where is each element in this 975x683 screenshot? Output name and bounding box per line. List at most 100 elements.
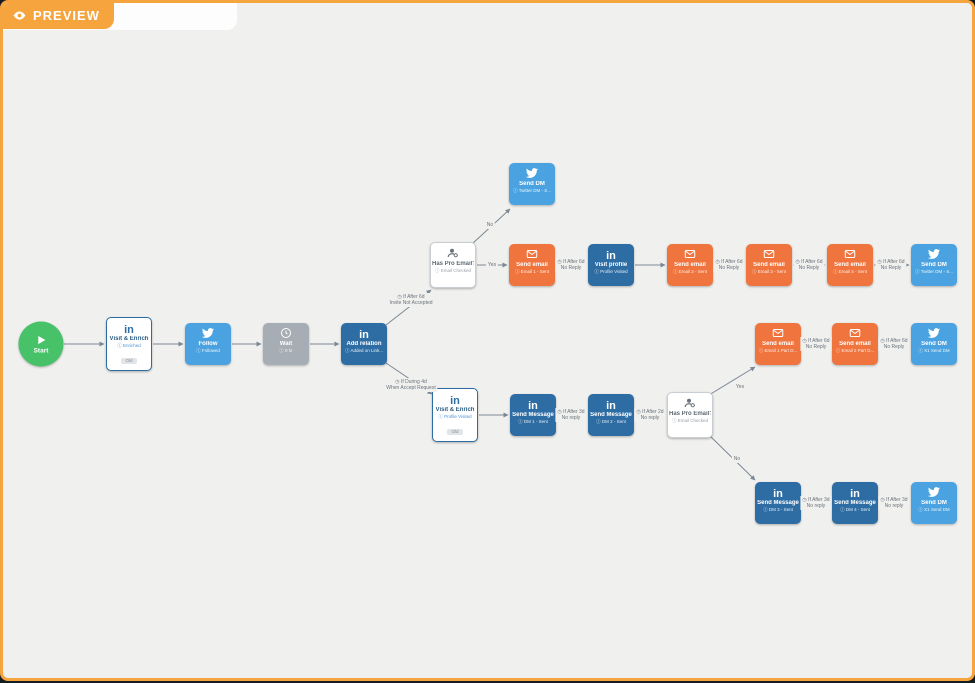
clock-icon [264, 327, 308, 340]
old-badge: Old [121, 358, 137, 364]
node-subtitle-text: Email 2 Part D... [841, 348, 875, 353]
node-subtitle-text: Email Checked [440, 268, 472, 273]
node-subtitle-text: Twitter DM - S... [518, 188, 551, 193]
info-icon: ⓘ [671, 418, 678, 423]
info-icon: ⓘ [117, 343, 123, 348]
node-subtitle-text: Email 4 - Sent [838, 269, 868, 274]
node-subtitle: ⓘ Profile Visited [434, 414, 476, 420]
linkedin-icon: in [606, 250, 616, 262]
node-subtitle: ⓘ X1 Send DM [912, 348, 956, 354]
node-subtitle-text: Profile Visited [444, 414, 472, 419]
preview-badge: PREVIEW [3, 3, 114, 29]
node-subtitle-text: Enriched [123, 343, 141, 348]
node-subtitle: ⓘ Email 1 - Sent [510, 269, 554, 275]
node-subtitle-text: Email 3 - Sent [757, 269, 787, 274]
info-icon: ⓘ [918, 348, 925, 353]
info-icon: ⓘ [344, 348, 351, 353]
info-icon: ⓘ [513, 188, 519, 193]
envelope-icon [756, 327, 800, 340]
linkedin-icon: in [124, 324, 134, 336]
info-icon: ⓘ [835, 348, 842, 353]
node-title: Send email [753, 262, 785, 268]
node-subtitle-text: Followed [201, 348, 220, 353]
envelope-icon [747, 248, 791, 261]
node-subtitle: ⓘ Email 2 Part D... [833, 348, 877, 354]
user-search-icon [669, 397, 711, 410]
node-subtitle: ⓘ X1 Send DM [912, 507, 956, 513]
twitter-icon [912, 486, 956, 499]
eye-icon [12, 8, 27, 23]
node-subtitle: ⓘ Enriched [108, 343, 150, 349]
user-search-icon [432, 247, 474, 260]
node-subtitle: ⓘ Email 1 Part D... [756, 348, 800, 354]
info-icon: ⓘ [279, 348, 285, 353]
node-title: Send email [762, 341, 794, 347]
envelope-icon [668, 248, 712, 261]
node-title: Send DM [921, 500, 947, 506]
node-subtitle: ⓘ Email Checked [432, 268, 474, 274]
info-icon: ⓘ [751, 269, 758, 274]
node-subtitle: ⓘ Profile Visited [589, 269, 633, 275]
node-subtitle-text: Email 1 - Sent [520, 269, 550, 274]
node-start[interactable]: Start [18, 321, 64, 367]
twitter-icon [186, 327, 230, 340]
node-subtitle-text: DM 2 - Sent [601, 419, 626, 424]
node-title: Has Pro Email? [432, 261, 474, 267]
linkedin-icon: in [359, 329, 369, 341]
node-subtitle: ⓘ DM 1 - Sent [511, 419, 555, 425]
node-title: Send email [674, 262, 706, 268]
info-icon: ⓘ [915, 269, 921, 274]
node-subtitle-text: Email 2 - Sent [678, 269, 708, 274]
info-icon: ⓘ [196, 348, 202, 353]
preview-badge-label: PREVIEW [33, 8, 100, 23]
node-title: Send Message [834, 500, 876, 506]
node-title: Send email [834, 262, 866, 268]
node-title: Visit & Enrich [109, 336, 149, 342]
node-subtitle-text: 0 hr [285, 348, 293, 353]
info-icon: ⓘ [763, 507, 769, 512]
info-icon: ⓘ [518, 419, 524, 424]
node-has-pro-email-2[interactable]: Has Pro Email?ⓘ Email Checked [667, 392, 713, 438]
node-subtitle: ⓘ DM 4 - Sent [833, 507, 877, 513]
linkedin-icon: in [606, 400, 616, 412]
node-subtitle: ⓘ Followed [186, 348, 230, 354]
node-title: Add relation [346, 341, 382, 347]
twitter-icon [912, 327, 956, 340]
info-icon: ⓘ [434, 268, 441, 273]
node-subtitle: ⓘ DM 3 - Sent [756, 507, 800, 513]
node-subtitle-text: X1 Send DM [924, 507, 950, 512]
node-subtitle-text: Email Checked [677, 418, 709, 423]
node-subtitle-text: DM 1 - Sent [523, 419, 548, 424]
node-subtitle-text: DM 4 - Sent [845, 507, 870, 512]
envelope-icon [833, 327, 877, 340]
node-subtitle-text: X1 Send DM [924, 348, 950, 353]
old-badge: Old [447, 429, 463, 435]
node-has-pro-email-1[interactable]: Has Pro Email?ⓘ Email Checked [430, 242, 476, 288]
linkedin-icon: in [450, 395, 460, 407]
node-subtitle: ⓘ 0 hr [264, 348, 308, 354]
node-subtitle-text: Added on Link... [350, 348, 384, 353]
node-title: Send DM [519, 181, 545, 187]
